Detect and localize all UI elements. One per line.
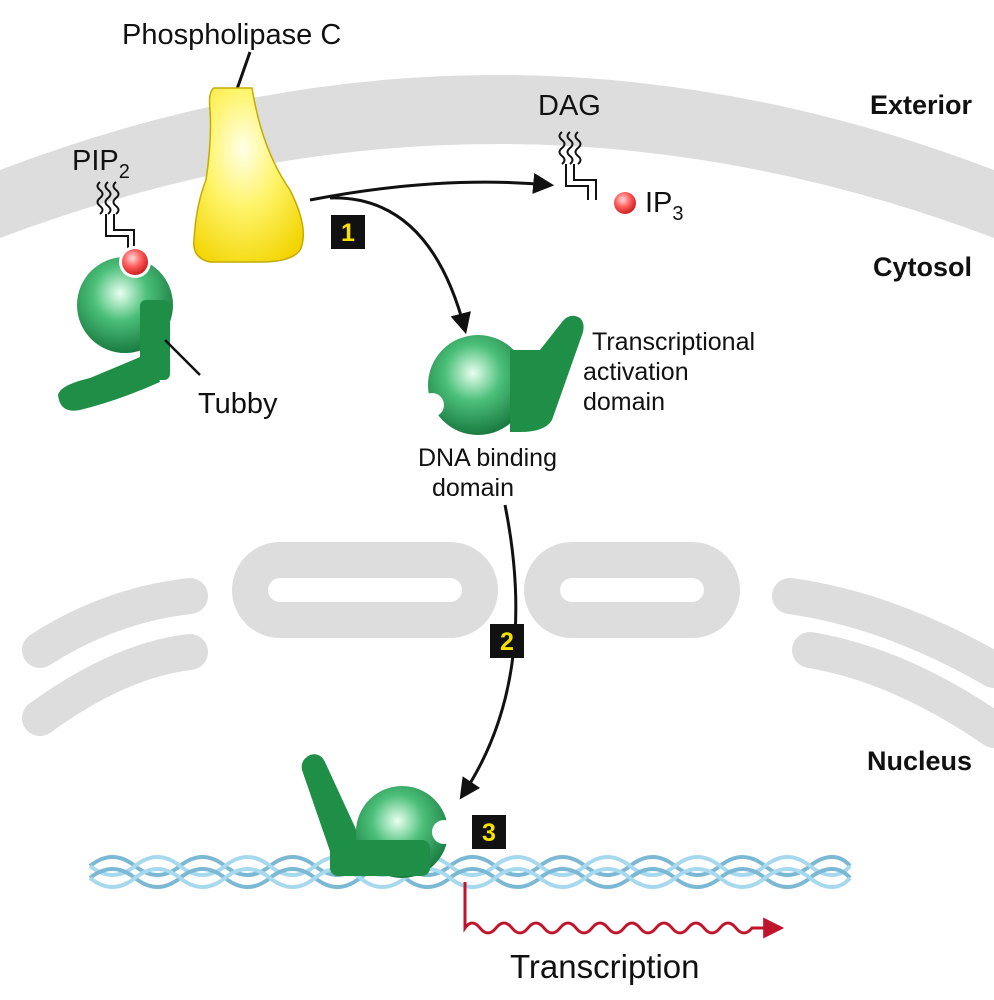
transcript-arrow <box>463 882 785 939</box>
phospholipase-label: Phospholipase C <box>122 19 341 51</box>
region-cytosol: Cytosol <box>873 252 972 282</box>
dna-helix <box>88 855 852 889</box>
dna-binding-label-2: domain <box>432 474 514 502</box>
activation-domain-label-3: domain <box>583 388 665 416</box>
arrow-release-tubby <box>329 196 471 335</box>
tubby-membrane-bound <box>58 246 201 411</box>
ip3-label: IP3 <box>645 187 684 225</box>
nuclear-envelope <box>22 542 994 748</box>
phospholipase-c <box>193 51 305 263</box>
dag-label: DAG <box>538 90 601 122</box>
region-nucleus: Nucleus <box>867 746 972 776</box>
plasma-membrane <box>0 75 994 238</box>
step-1-badge: 1 <box>331 215 365 249</box>
tubby-dna-bound <box>301 754 456 878</box>
dag-lipid <box>558 131 597 200</box>
tubby-label: Tubby <box>198 388 278 420</box>
activation-domain-label-1: Transcriptional <box>592 328 755 356</box>
tubby-cytosolic <box>420 315 584 435</box>
svg-text:2: 2 <box>500 628 514 656</box>
pip2-label: PIP2 <box>72 145 130 183</box>
step-2-badge: 2 <box>490 624 524 658</box>
svg-text:3: 3 <box>482 819 496 847</box>
step-3-badge: 3 <box>472 815 506 849</box>
pip2-lipid <box>96 181 135 252</box>
region-exterior: Exterior <box>870 90 973 120</box>
ip3-molecule <box>614 192 636 214</box>
arrow-to-nucleus <box>459 504 518 800</box>
transcription-label: Transcription <box>510 948 700 985</box>
dna-binding-label-1: DNA binding <box>418 444 557 472</box>
arrow-to-dag <box>309 173 555 202</box>
svg-text:1: 1 <box>341 219 355 247</box>
activation-domain-label-2: activation <box>583 358 689 386</box>
